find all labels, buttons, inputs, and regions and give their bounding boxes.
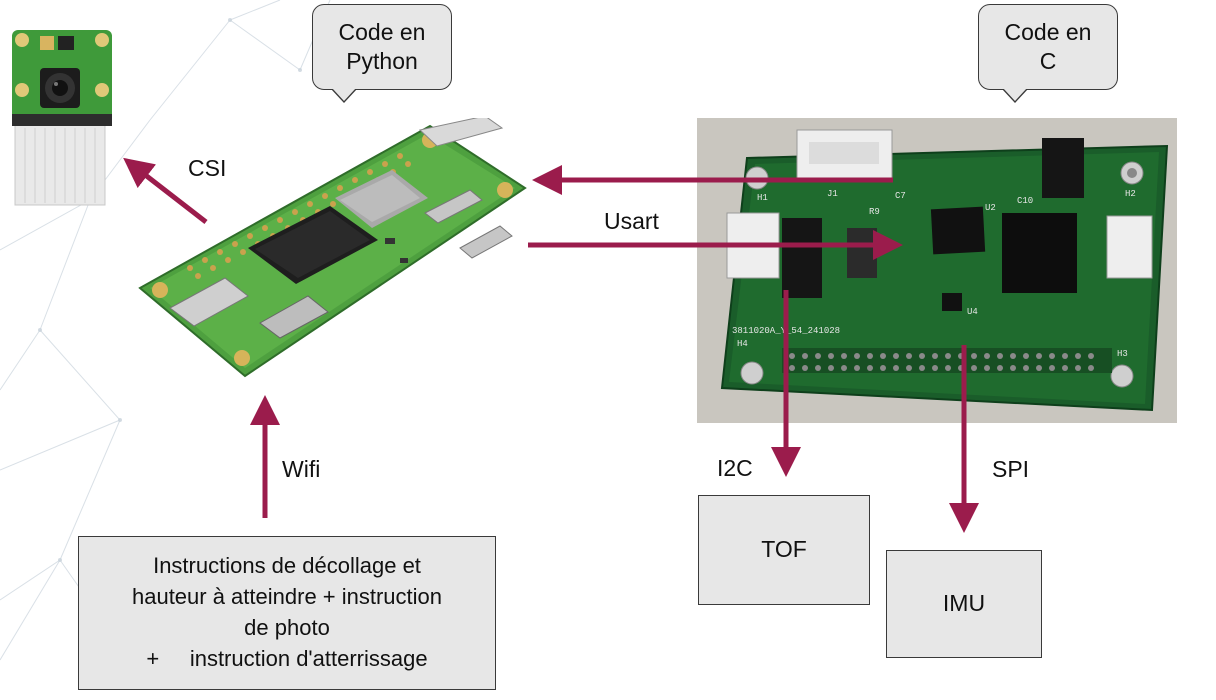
callout-c-line2: C [1039, 48, 1057, 74]
silkscreen-h4: H4 [737, 339, 748, 349]
silkscreen-c7: C7 [895, 191, 906, 201]
silkscreen-h1: H1 [757, 193, 768, 203]
instructions-line-4: + instruction d'atterrissage [146, 645, 428, 671]
csi-label: CSI [188, 155, 227, 181]
callout-code-c: Code en C [978, 4, 1118, 90]
tof-sensor-box: TOF [698, 495, 870, 605]
instructions-box: Instructions de décollage et hauteur à a… [78, 536, 496, 690]
wifi-label: Wifi [282, 456, 321, 482]
callout-c-line1: Code en [1004, 19, 1092, 46]
silkscreen-u4: U4 [967, 307, 978, 317]
instructions-line-1: Instructions de décollage et [153, 553, 421, 579]
callout-python-line2: Python [346, 48, 418, 74]
csi-arrow [123, 157, 208, 224]
spi-label: SPI [992, 456, 1030, 482]
silkscreen-j1: J1 [827, 189, 838, 199]
silkscreen-r9: R9 [869, 207, 880, 217]
callout-python-line1: Code en [338, 19, 426, 46]
silkscreen-h2: H2 [1125, 189, 1136, 199]
imu-sensor-box: IMU [886, 550, 1042, 658]
raspberry-pi-zero-image [138, 118, 527, 378]
instructions-line-3: de photo [244, 615, 330, 640]
usart-label: Usart [604, 208, 659, 234]
camera-module-image [12, 30, 112, 206]
instructions-line-2: hauteur à atteindre + instruction [131, 584, 443, 610]
callout-code-python: Code en Python [312, 4, 452, 90]
silkscreen-h3: H3 [1117, 349, 1128, 359]
tof-label: TOF [761, 536, 807, 563]
silkscreen-c10: C10 [1017, 196, 1033, 206]
imu-label: IMU [942, 590, 986, 617]
i2c-label: I2C [717, 455, 753, 481]
silkscreen-u2: U2 [985, 203, 996, 213]
